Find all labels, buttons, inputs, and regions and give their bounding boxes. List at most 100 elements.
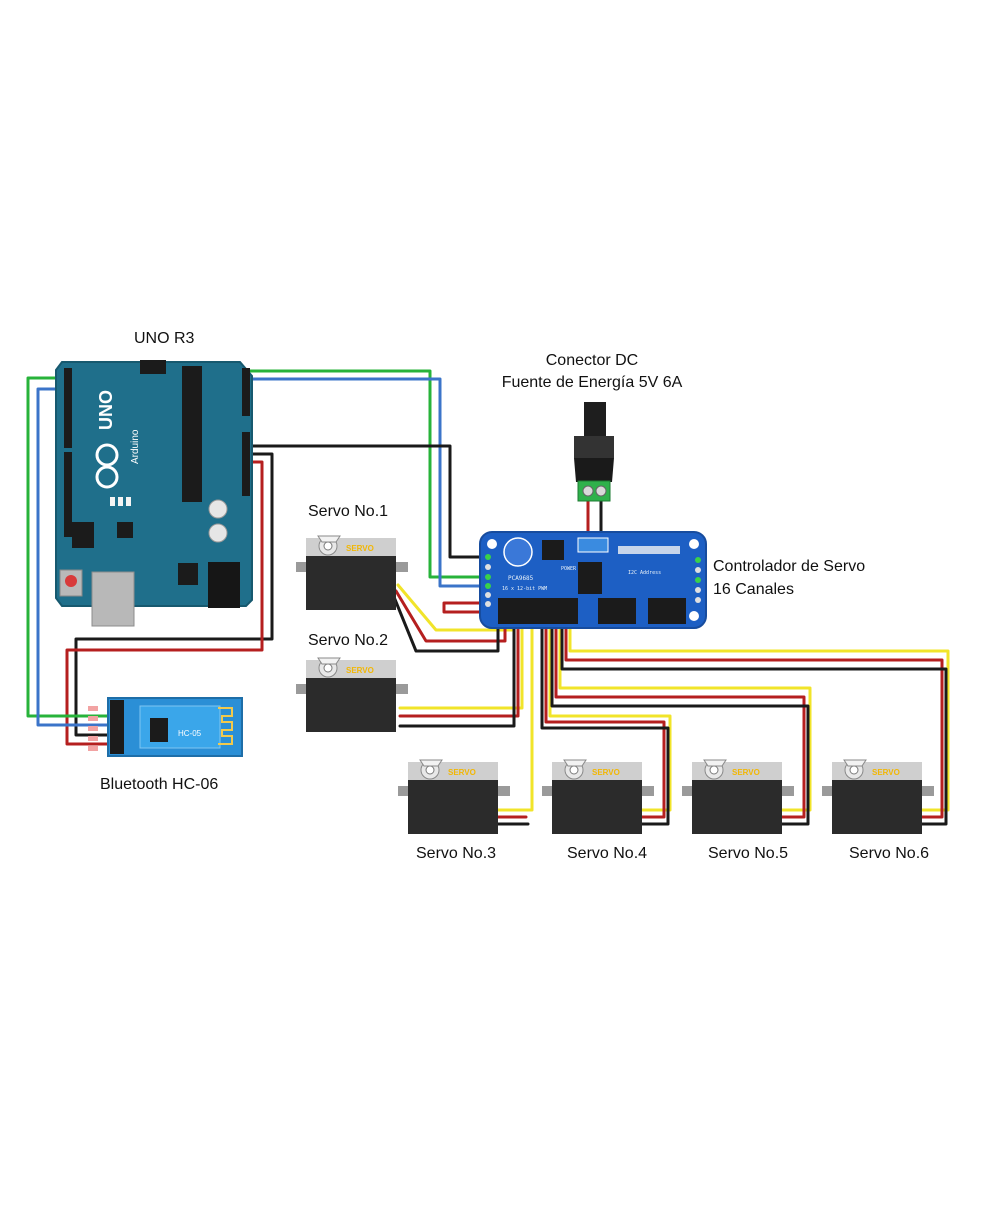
servo-2-sticker-text: SERVO <box>346 666 374 675</box>
servo-1: SERVO <box>295 535 409 611</box>
power-header <box>242 432 250 496</box>
bluetooth-module: HC-05 <box>88 697 243 757</box>
led-rx-icon <box>126 497 131 506</box>
right-pin-1 <box>695 557 701 563</box>
infinity-left-icon <box>95 443 119 467</box>
usb-chip <box>117 522 133 538</box>
servo-1-sticker-text: SERVO <box>346 544 374 553</box>
diode-chip <box>542 540 564 560</box>
wire-servo2-red <box>398 598 520 718</box>
wire-servo5-black <box>550 598 810 826</box>
servo-5: SERVO <box>681 759 795 835</box>
servo-2: SERVO <box>295 657 409 733</box>
right-pin-4 <box>695 587 701 593</box>
wire-servo2-black <box>398 598 516 728</box>
analog-header <box>242 368 250 416</box>
bt-pin-2 <box>88 716 98 721</box>
servo-5-sticker-text: SERVO <box>732 768 760 777</box>
dc-plug-grip <box>574 458 614 482</box>
usb-port <box>91 571 135 627</box>
label-16-channels: 16 Canales <box>713 581 794 598</box>
wire-gnd-black <box>246 444 490 559</box>
servo-4: SERVO <box>541 759 655 835</box>
wire-bt-vcc-red <box>65 460 264 746</box>
wire-servo6-yellow <box>568 598 950 812</box>
wires <box>26 369 950 826</box>
pca-sub-text: 16 x 12-bit PWM <box>502 586 547 592</box>
barrel-jack <box>208 562 240 608</box>
pwm-header-8-11 <box>648 598 686 624</box>
mount-hole-tl-icon <box>487 539 497 549</box>
label-servo-1: Servo No.1 <box>308 503 389 520</box>
bt-model-text: HC-05 <box>178 729 202 738</box>
right-pin-3 <box>695 577 701 583</box>
wire-servo6-red <box>564 598 944 819</box>
servo-controller-board: PCA9685 16 x 12-bit PWM POWER I2C Addres… <box>479 531 707 629</box>
label-servo-4: Servo No.4 <box>567 845 648 862</box>
arduino-uno-board: UNO Arduino <box>55 360 253 627</box>
bt-pin-4 <box>88 736 98 741</box>
bt-header <box>110 700 124 754</box>
wire-bt-tx-blue <box>36 387 124 727</box>
pca-chip-text: PCA9685 <box>508 575 534 582</box>
pin-vplus <box>485 601 491 607</box>
wire-servo5-yellow <box>558 598 812 812</box>
pin-sda <box>485 583 491 589</box>
pin-gnd <box>485 554 491 560</box>
wire-sda-green <box>246 369 490 579</box>
servo-3: SERVO <box>397 759 511 835</box>
wire-servo3-yellow <box>496 598 534 812</box>
reset-button-cap-icon <box>65 575 77 587</box>
pca9685-chip <box>578 562 602 594</box>
pin-scl <box>485 574 491 580</box>
pin-vcc <box>485 592 491 598</box>
bt-chip <box>150 718 168 742</box>
bt-pin-5 <box>88 746 98 751</box>
label-dc-connector: Conector DC <box>545 352 639 369</box>
terminal-screw-1-icon <box>582 485 594 497</box>
dc-plug-body <box>574 436 614 458</box>
terminal-screw-2-icon <box>595 485 607 497</box>
dc-power-jack <box>574 402 614 502</box>
dc-plug-tip <box>584 402 606 438</box>
regulator-chip <box>178 563 198 585</box>
bt-antenna-icon <box>218 707 233 745</box>
label-servo-3: Servo No.3 <box>416 845 497 862</box>
wire-servo4-black <box>540 598 670 826</box>
servo-3-sticker-text: SERVO <box>448 768 476 777</box>
uno-logo-text: UNO <box>96 390 116 430</box>
digital-header-bottom <box>64 452 72 537</box>
label-bluetooth: Bluetooth HC-06 <box>100 776 219 793</box>
wire-servo4-red <box>544 598 666 819</box>
digital-header-top <box>64 368 72 448</box>
wire-power-loop-red <box>442 601 498 614</box>
capacitor-icon <box>503 537 533 567</box>
arduino-logo: UNO Arduino <box>96 390 141 464</box>
label-servo-controller: Controlador de Servo <box>713 558 866 575</box>
atmega-chip <box>182 366 202 502</box>
pin-oe <box>485 564 491 570</box>
label-servo-5: Servo No.5 <box>708 845 789 862</box>
label-power-supply: Fuente de Energía 5V 6A <box>501 374 683 391</box>
arduino-brand-text: Arduino <box>130 429 141 464</box>
wire-bt-rx-green <box>26 376 124 718</box>
bt-pin-3 <box>88 726 98 731</box>
label-uno-r3: UNO R3 <box>134 330 195 347</box>
infinity-right-icon <box>95 465 119 489</box>
i2c-address-text: I2C Address <box>628 570 661 576</box>
mount-hole-tr-icon <box>689 539 699 549</box>
wire-servo6-black <box>560 598 948 826</box>
servo-6: SERVO <box>821 759 935 835</box>
wire-bt-gnd-black <box>74 452 274 737</box>
wire-scl-blue <box>246 377 490 588</box>
right-pin-5 <box>695 597 701 603</box>
right-pin-2 <box>695 567 701 573</box>
capacitor-1-icon <box>208 499 228 519</box>
icsp-header <box>140 360 166 374</box>
label-servo-6: Servo No.6 <box>849 845 930 862</box>
address-jumpers <box>618 546 680 554</box>
capacitor-2-icon <box>208 523 228 543</box>
led-tx-icon <box>118 497 123 506</box>
